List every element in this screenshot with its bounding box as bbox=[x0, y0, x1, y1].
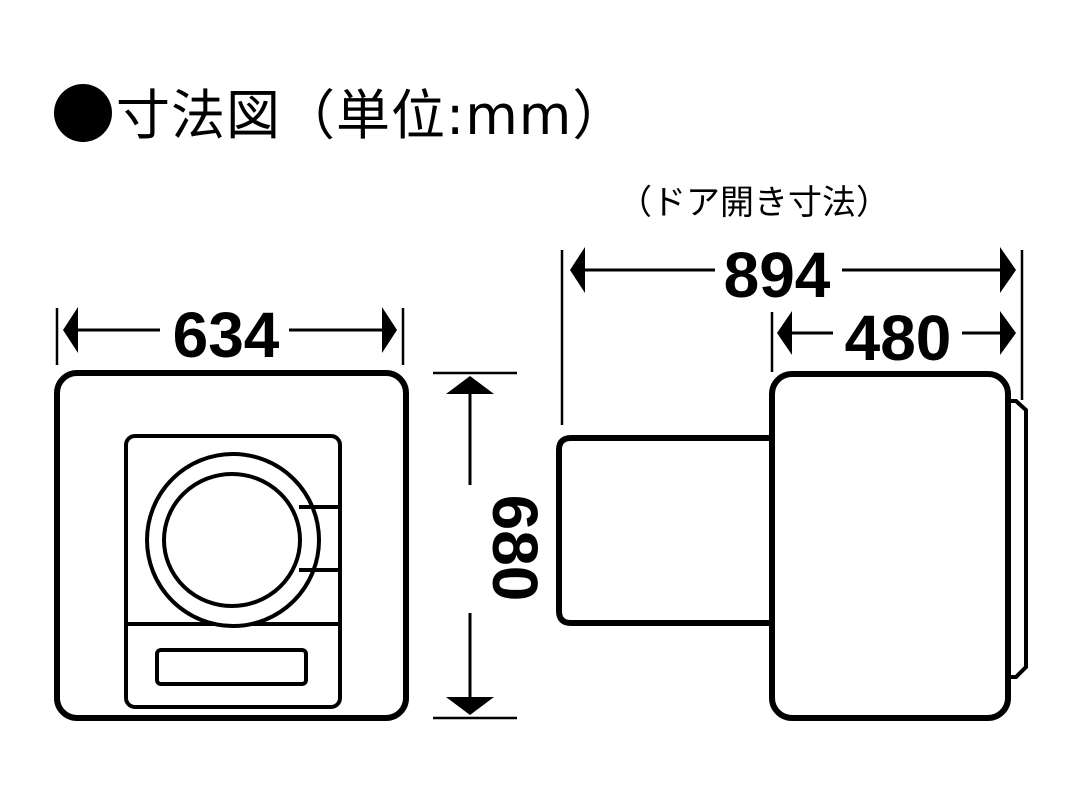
arrow-up-icon bbox=[446, 376, 494, 394]
front-view: 634 bbox=[54, 299, 409, 721]
arrow-down-icon bbox=[446, 697, 494, 715]
arrow-right-icon bbox=[1000, 311, 1016, 355]
door-open-label: （ドア開き寸法） bbox=[618, 183, 890, 223]
door-outer-ring bbox=[145, 452, 321, 628]
side-view: 894 480 bbox=[556, 239, 1028, 721]
back-protrusion bbox=[1008, 399, 1028, 679]
side-door-open-depth-value: 894 bbox=[724, 239, 831, 311]
dryer-front-panel bbox=[124, 434, 342, 709]
arrow-left-icon bbox=[570, 247, 585, 293]
arrow-left-icon bbox=[63, 307, 78, 353]
bullet-icon bbox=[54, 84, 112, 142]
door-window bbox=[162, 472, 302, 608]
dryer-side-body bbox=[769, 371, 1011, 721]
front-width-value: 634 bbox=[173, 299, 280, 371]
side-depth-value: 480 bbox=[845, 302, 952, 374]
arrow-right-icon bbox=[1000, 247, 1016, 293]
front-height-value: 680 bbox=[479, 495, 551, 602]
dryer-front-body bbox=[54, 370, 409, 721]
page-title-text: 寸法図（単位:mm） bbox=[116, 84, 628, 147]
control-display bbox=[155, 648, 308, 686]
open-door-outline bbox=[556, 435, 772, 626]
depth-dimension-line bbox=[777, 311, 1016, 355]
width-dimension-line bbox=[63, 307, 397, 353]
height-dimension: 680 bbox=[433, 371, 551, 720]
arrow-left-icon bbox=[777, 311, 792, 355]
arrow-right-icon bbox=[382, 307, 397, 353]
page-title: 寸法図（単位:mm） bbox=[54, 84, 627, 143]
door-open-dimension-line bbox=[570, 247, 1016, 293]
